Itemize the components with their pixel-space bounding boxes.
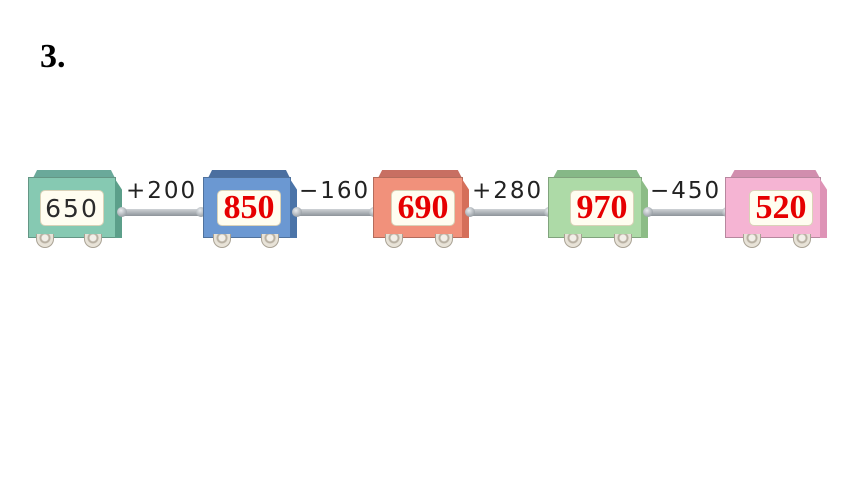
coupler-knob (196, 207, 206, 217)
wheel (84, 234, 102, 248)
car-top (729, 170, 821, 180)
coupler-1 (120, 209, 204, 216)
wheel (261, 234, 279, 248)
train-car-1: 650 (28, 170, 122, 252)
wheel (793, 234, 811, 248)
train-car-4: 970 (548, 170, 648, 252)
wheel (743, 234, 761, 248)
wheel (435, 234, 453, 248)
operation-1: +200 (126, 178, 198, 204)
coupler-knob (643, 207, 653, 217)
wheel (614, 234, 632, 248)
car-top (32, 170, 116, 180)
wheel (36, 234, 54, 248)
operation-2: −160 (299, 178, 371, 204)
car-top (207, 170, 291, 180)
car-side (820, 179, 827, 238)
car-top (552, 170, 642, 180)
wheel (213, 234, 231, 248)
car-value-answer: 970 (570, 189, 634, 226)
coupler-knob (117, 207, 127, 217)
operation-4: −450 (650, 178, 722, 204)
train-car-5: 520 (725, 170, 827, 252)
question-number: 3. (40, 38, 66, 75)
car-top (377, 170, 463, 180)
coupler-2 (296, 209, 378, 216)
coupler-4 (646, 209, 730, 216)
operation-3: +280 (472, 178, 544, 204)
car-value-answer: 850 (217, 189, 281, 226)
coupler-3 (468, 209, 552, 216)
coupler-knob (292, 207, 302, 217)
wheel (564, 234, 582, 248)
train-car-2: 850 (203, 170, 297, 252)
coupler-knob (465, 207, 475, 217)
wheel (385, 234, 403, 248)
train-car-3: 690 (373, 170, 469, 252)
car-value-answer: 690 (391, 189, 455, 226)
car-value-answer: 520 (749, 189, 813, 226)
car-value-given: 650 (40, 190, 104, 226)
